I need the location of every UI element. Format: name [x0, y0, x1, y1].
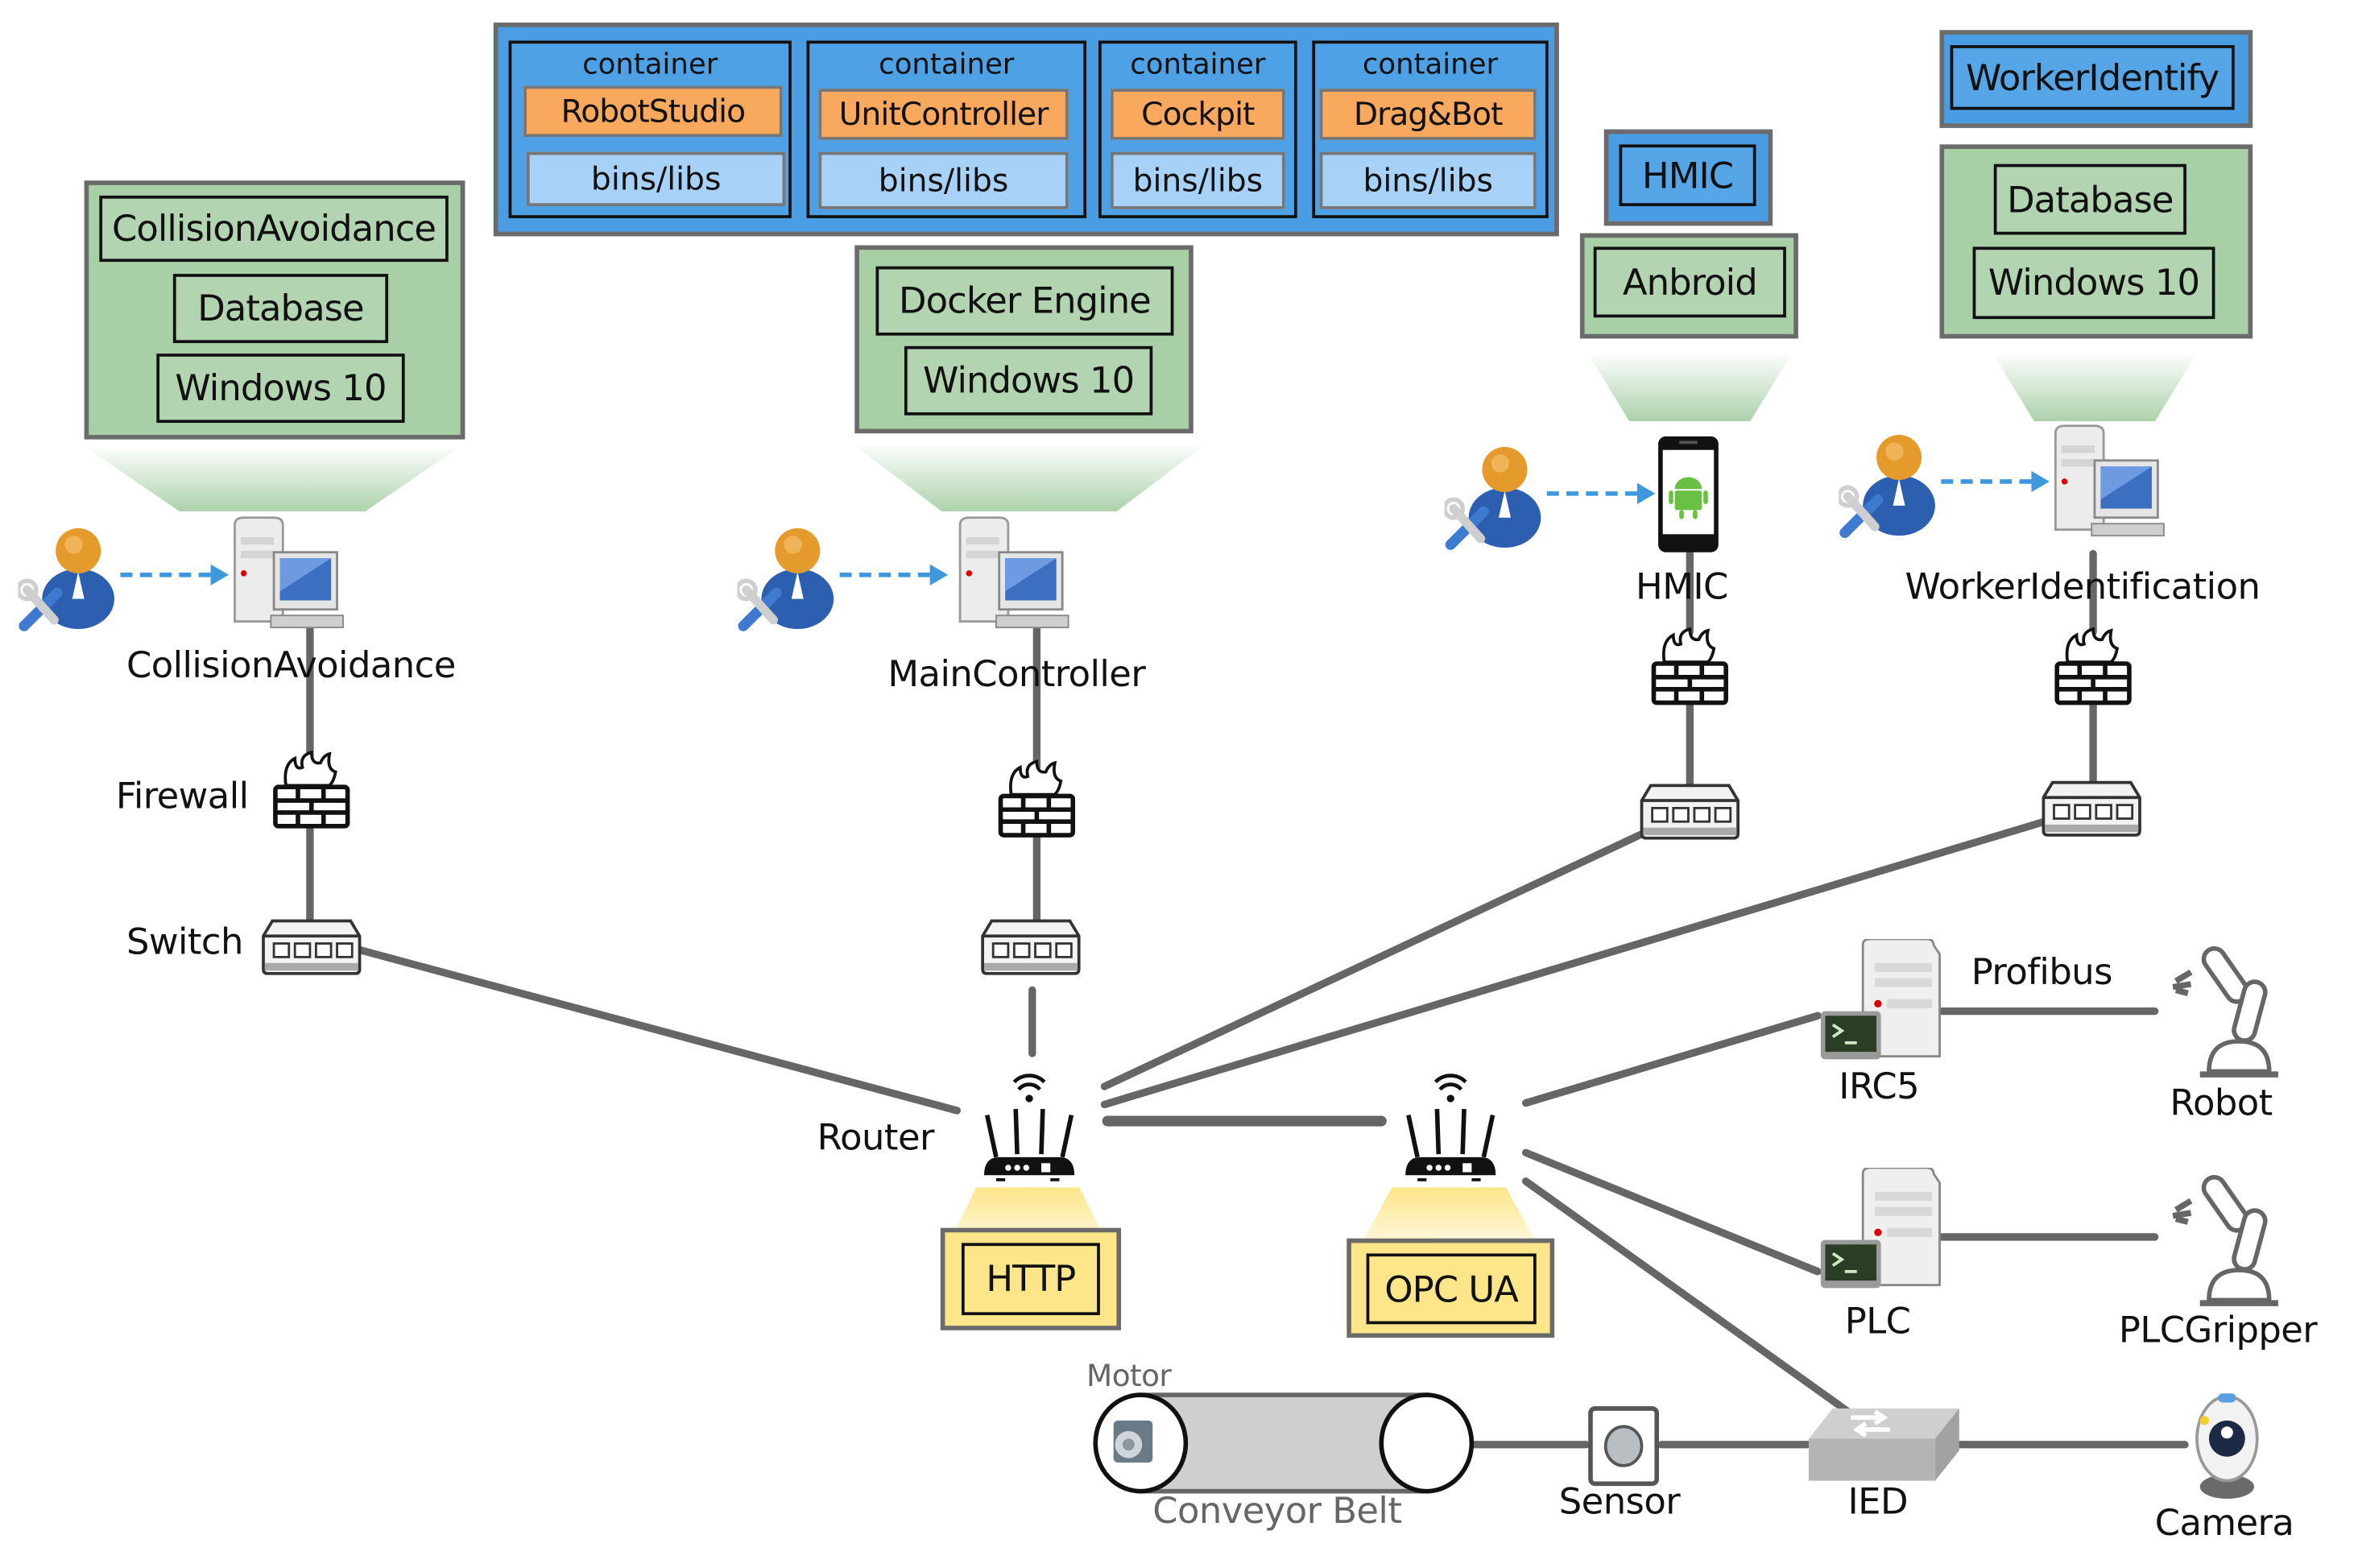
- layer-collisionavoidance: CollisionAvoidance: [99, 195, 449, 263]
- protocol-opc-ua: OPC UA: [1366, 1253, 1537, 1325]
- android-phone-icon[interactable]: [1655, 435, 1724, 555]
- container-title: container: [879, 48, 1015, 81]
- firewall-icon[interactable]: [2053, 626, 2134, 707]
- layer-workeridentify: WorkerIdentify: [1950, 45, 2235, 110]
- arrowhead-mc: [929, 564, 949, 585]
- webcam-icon[interactable]: [2182, 1388, 2275, 1502]
- container-dragbot: container Drag&Bot bins/libs: [1312, 40, 1549, 218]
- label-camera: Camera: [2154, 1501, 2294, 1545]
- app-dragbot: Drag&Bot: [1319, 89, 1537, 140]
- app-cockpit: Cockpit: [1110, 89, 1285, 140]
- container-cockpit: container Cockpit bins/libs: [1098, 40, 1297, 218]
- label-main-controller: MainController: [887, 652, 1146, 696]
- link-switch-router: [354, 945, 962, 1115]
- server-terminal-icon[interactable]: [1818, 1167, 1947, 1294]
- link-opcrouter-ied: [1521, 1177, 1852, 1416]
- layer-android: Anbroid: [1593, 246, 1786, 318]
- sensor-icon[interactable]: [1586, 1405, 1664, 1490]
- firewall-icon[interactable]: [1649, 626, 1731, 707]
- wireless-router-icon[interactable]: [972, 1064, 1086, 1184]
- label-worker-identification: WorkerIdentification: [1905, 565, 2261, 608]
- label-irc5: IRC5: [1839, 1065, 1920, 1108]
- label-plc: PLC: [1844, 1300, 1911, 1343]
- container-title: container: [1130, 48, 1266, 81]
- libs-box: bins/libs: [1319, 151, 1537, 209]
- layer-docker-engine: Docker Engine: [875, 266, 1174, 336]
- label-sensor: Sensor: [1558, 1480, 1681, 1523]
- user-admin-icon[interactable]: [1444, 442, 1550, 551]
- link-switch3-router: [1100, 825, 1657, 1090]
- network-switch-icon[interactable]: [2041, 780, 2143, 837]
- protocol-http: HTTP: [961, 1243, 1100, 1316]
- user-admin-icon[interactable]: [737, 523, 843, 632]
- robot-arm-icon[interactable]: [2161, 1168, 2287, 1309]
- libs-box: bins/libs: [818, 151, 1069, 209]
- layer-windows10: Windows 10: [904, 345, 1153, 416]
- label-motor: Motor: [1086, 1357, 1172, 1394]
- layer-database: Database: [1993, 163, 2186, 235]
- libs-box: bins/libs: [526, 151, 786, 206]
- server-terminal-icon[interactable]: [1818, 938, 1947, 1065]
- layer-windows10: Windows 10: [1972, 246, 2215, 320]
- container-unitcontroller: container UnitController bins/libs: [806, 40, 1087, 218]
- libs-box: bins/libs: [1110, 151, 1285, 209]
- user-admin-icon[interactable]: [1839, 430, 1944, 539]
- app-unitcontroller: UnitController: [818, 89, 1069, 140]
- label-router: Router: [817, 1116, 935, 1159]
- desktop-computer-icon[interactable]: [2050, 424, 2176, 542]
- network-switch-icon[interactable]: [260, 918, 362, 975]
- desktop-computer-icon[interactable]: [954, 516, 1081, 634]
- ied-switch-icon[interactable]: [1806, 1402, 1962, 1483]
- firewall-icon[interactable]: [271, 750, 352, 831]
- label-plc-gripper: PLCGripper: [2118, 1309, 2318, 1351]
- label-switch: Switch: [126, 921, 243, 963]
- link-opcrouter-plc: [1521, 1148, 1822, 1276]
- container-title: container: [582, 48, 718, 81]
- label-conveyor-belt: Conveyor Belt: [1152, 1489, 1402, 1533]
- wireless-router-icon[interactable]: [1393, 1064, 1508, 1184]
- conveyor-belt-icon[interactable]: [1093, 1390, 1478, 1499]
- layer-database: Database: [172, 274, 389, 344]
- layer-windows10: Windows 10: [156, 354, 405, 424]
- layer-hmic-app: HMIC: [1619, 144, 1756, 206]
- container-robotstudio: container RobotStudio bins/libs: [508, 40, 792, 218]
- label-robot: Robot: [2170, 1082, 2273, 1124]
- motor-icon: [1113, 1420, 1153, 1463]
- desktop-computer-icon[interactable]: [229, 516, 355, 634]
- arrowhead-hmic: [1636, 482, 1656, 504]
- network-switch-icon[interactable]: [1639, 783, 1741, 840]
- arrowhead-wi: [2031, 470, 2050, 492]
- robot-arm-icon[interactable]: [2161, 939, 2287, 1081]
- app-robotstudio: RobotStudio: [523, 85, 783, 138]
- link-switch4-router: [1100, 816, 2054, 1109]
- link-opcrouter-irc5: [1521, 1012, 1822, 1107]
- label-profibus: Profibus: [1971, 950, 2113, 994]
- network-switch-icon[interactable]: [979, 918, 1082, 975]
- label-collision-avoidance: CollisionAvoidance: [126, 643, 456, 687]
- firewall-icon[interactable]: [996, 759, 1078, 840]
- label-ied: IED: [1847, 1480, 1909, 1523]
- label-hmic: HMIC: [1636, 565, 1728, 608]
- label-firewall: Firewall: [115, 775, 249, 817]
- container-title: container: [1362, 48, 1499, 81]
- arrowhead-ca: [210, 564, 230, 585]
- user-admin-icon[interactable]: [18, 523, 123, 632]
